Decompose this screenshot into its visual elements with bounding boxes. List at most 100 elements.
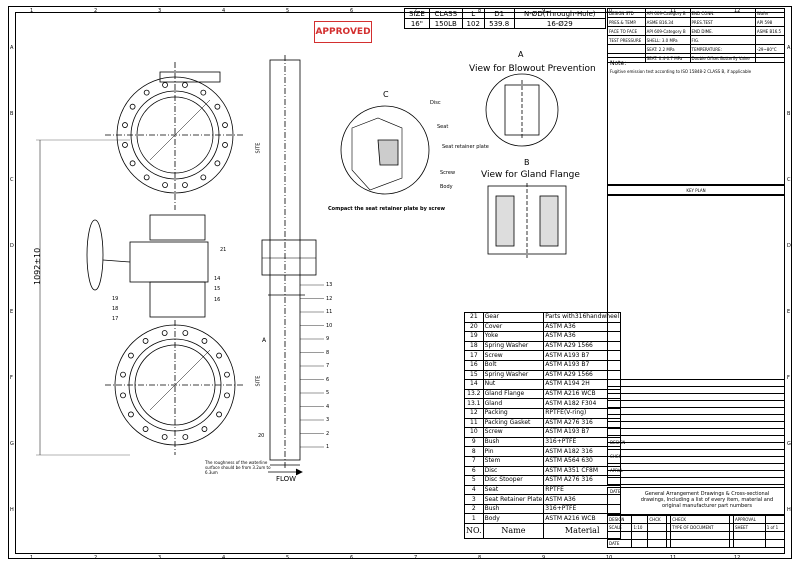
balloon-20: 20 (258, 433, 265, 439)
balloon-right: 9 (326, 336, 330, 342)
title-cell: DATE (606, 539, 633, 548)
view-c-label-screw: Screw (440, 170, 456, 176)
bolt-hole (201, 426, 208, 432)
bolt-hole (222, 122, 228, 128)
zone-number: 4 (222, 555, 226, 561)
balloon-right: 7 (326, 363, 330, 369)
approved-stamp: APPROVED (314, 21, 372, 43)
balloon-right: 13 (326, 282, 333, 288)
bolt-hole (122, 122, 128, 128)
view-a-circle (485, 73, 559, 147)
parts-header-material: Material (543, 523, 622, 540)
zone-number: 5 (286, 8, 290, 14)
balloon-left: 15 (214, 286, 221, 292)
bolt-hole (201, 338, 208, 344)
title-cell (631, 539, 649, 548)
note-box: Note: Fugitive emission test according t… (607, 57, 785, 185)
zone-letter: B (787, 111, 791, 117)
zone-letter: H (787, 507, 791, 513)
balloon-right: 1 (326, 444, 330, 450)
flow-label: FLOW (276, 475, 297, 483)
zone-number: 3 (158, 8, 162, 14)
zone-number: 6 (350, 8, 354, 14)
zone-number: 10 (606, 555, 613, 561)
site-label-lower: SITE (255, 375, 262, 387)
zone-letter: E (787, 309, 791, 315)
title-cell (666, 539, 672, 548)
zone-number: 2 (94, 8, 98, 14)
bolt-hole (143, 89, 150, 96)
balloon-right: 4 (326, 403, 330, 410)
spec-cell: Double Offset Butterfly Valve (689, 53, 756, 63)
zone-letter: C (787, 177, 791, 183)
section-a-marker: A (262, 337, 267, 344)
bolt-hole (162, 82, 168, 88)
height-dimension: 1092±10 (33, 247, 42, 285)
view-c-circle (340, 105, 430, 195)
balloon-left: 16 (214, 297, 221, 303)
zone-letter: G (10, 441, 14, 447)
zone-number: 5 (286, 555, 290, 561)
zone-letter: D (787, 243, 791, 249)
title-cell (728, 539, 734, 548)
revision-area (607, 195, 785, 380)
zone-letter: F (10, 375, 13, 381)
view-a-letter: A (518, 50, 524, 59)
bolt-hole (182, 434, 189, 440)
zone-number: 8 (478, 555, 482, 561)
bolt-hole (216, 411, 222, 418)
zone-letter: F (787, 375, 790, 381)
view-c-label-disc: Disc (430, 100, 441, 106)
dim-value-l: 102 (461, 18, 485, 29)
bolt-hole (224, 392, 230, 399)
bolt-hole (216, 352, 222, 359)
zone-number: 11 (670, 555, 677, 561)
title-cell (764, 539, 786, 548)
bolt-hole (143, 174, 150, 181)
balloon-right: 2 (326, 430, 330, 437)
bolt-hole (128, 352, 134, 359)
zone-letter: E (10, 309, 14, 315)
balloon-left: 21 (220, 247, 227, 253)
bolt-hole (182, 330, 189, 336)
handwheel (86, 219, 104, 291)
balloon-right: 5 (326, 390, 330, 396)
view-c-label-body: Body (440, 184, 453, 190)
bolt-hole (128, 411, 134, 418)
zone-letter: A (10, 45, 14, 51)
balloon-left: 14 (214, 276, 221, 282)
zone-number: 1 (30, 555, 34, 561)
balloon-right: 8 (326, 349, 330, 356)
top-flange-lug (159, 71, 221, 83)
balloon-right: 11 (326, 309, 333, 315)
zone-letter: B (10, 111, 14, 117)
bolt-hole (214, 103, 221, 110)
parts-header-no: NO. (464, 523, 484, 540)
view-c-letter: C (383, 90, 389, 99)
note-title: Note: (610, 60, 627, 67)
balloon-right: 6 (326, 376, 330, 383)
roughness-note: The roughness of the waterline surface s… (205, 460, 271, 475)
view-b-letter: B (524, 158, 530, 167)
zone-number: 9 (542, 555, 546, 561)
keyplan-label: KEY PLAN (607, 185, 785, 195)
zone-number: 7 (414, 555, 418, 561)
balloon-left: 18 (112, 306, 119, 312)
bolt-hole (129, 103, 136, 110)
zone-number: 1 (30, 8, 34, 14)
balloon-right: 12 (326, 295, 333, 302)
view-a-title: View for Blowout Prevention (469, 64, 596, 74)
bolt-hole (200, 89, 207, 96)
zone-letter: H (10, 507, 14, 513)
view-b-title: View for Gland Flange (481, 170, 580, 180)
bolt-hole (162, 182, 168, 188)
zone-number: 4 (222, 8, 226, 14)
bolt-hole (122, 142, 128, 148)
view-c-label-retainer: Seat retainer plate (442, 144, 489, 150)
site-label-upper: SITE (255, 142, 262, 154)
